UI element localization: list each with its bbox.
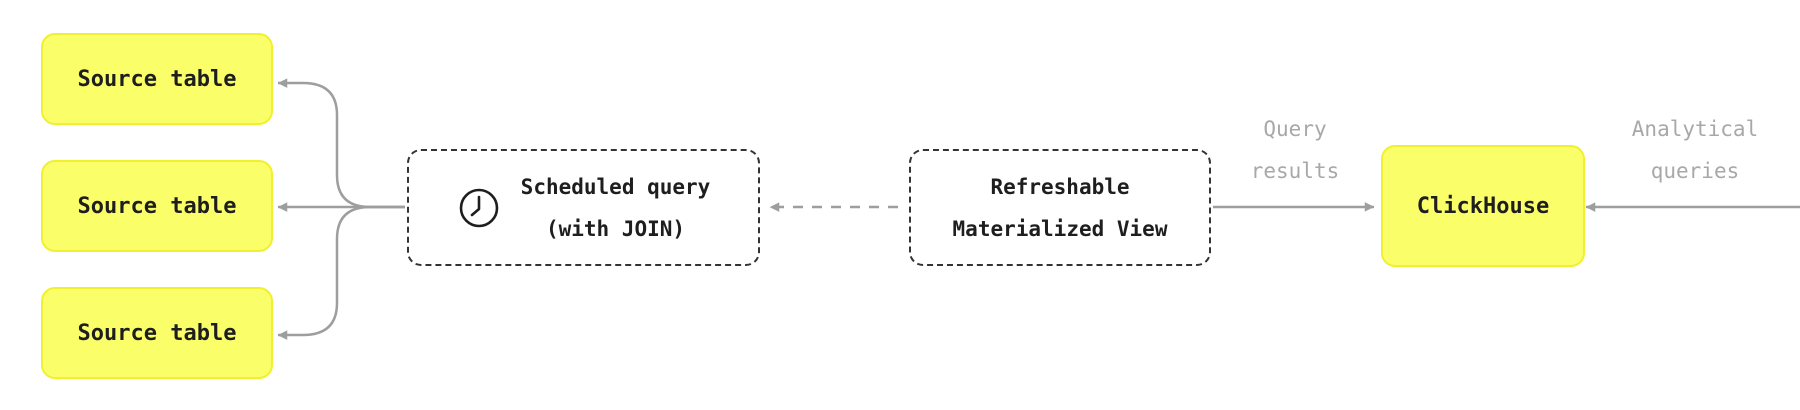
source-table-label-3: Source table (77, 320, 237, 346)
scheduled-query-node[interactable]: Scheduled query (with JOIN) (407, 149, 760, 266)
query-results-line-2: results (1250, 159, 1340, 183)
clickhouse-node[interactable]: ClickHouse (1381, 145, 1585, 267)
analytical-queries-line-2: queries (1650, 159, 1740, 183)
clickhouse-label: ClickHouse (1416, 193, 1550, 219)
source-table-node-1[interactable]: Source table (41, 33, 273, 125)
query-results-line-1: Query (1263, 117, 1327, 141)
query-results-label: Query results (1220, 108, 1370, 192)
refreshable-mv-node[interactable]: Refreshable Materialized View (909, 149, 1211, 266)
source-table-label-1: Source table (77, 66, 237, 92)
source-table-node-2[interactable]: Source table (41, 160, 273, 252)
refreshable-mv-line-2: Materialized View (952, 216, 1168, 241)
source-table-label-2: Source table (77, 193, 237, 219)
source-table-node-3[interactable]: Source table (41, 287, 273, 379)
scheduled-query-subtitle: (with JOIN) (545, 216, 686, 241)
clock-icon (459, 188, 498, 227)
analytical-queries-label: Analytical queries (1595, 108, 1795, 192)
arrow-to-source-table-1 (277, 78, 405, 209)
analytical-queries-line-1: Analytical (1631, 117, 1759, 141)
arrow-to-source-table-3 (277, 205, 405, 340)
scheduled-query-title: Scheduled query (520, 174, 711, 199)
refreshable-mv-line-1: Refreshable (990, 174, 1130, 199)
